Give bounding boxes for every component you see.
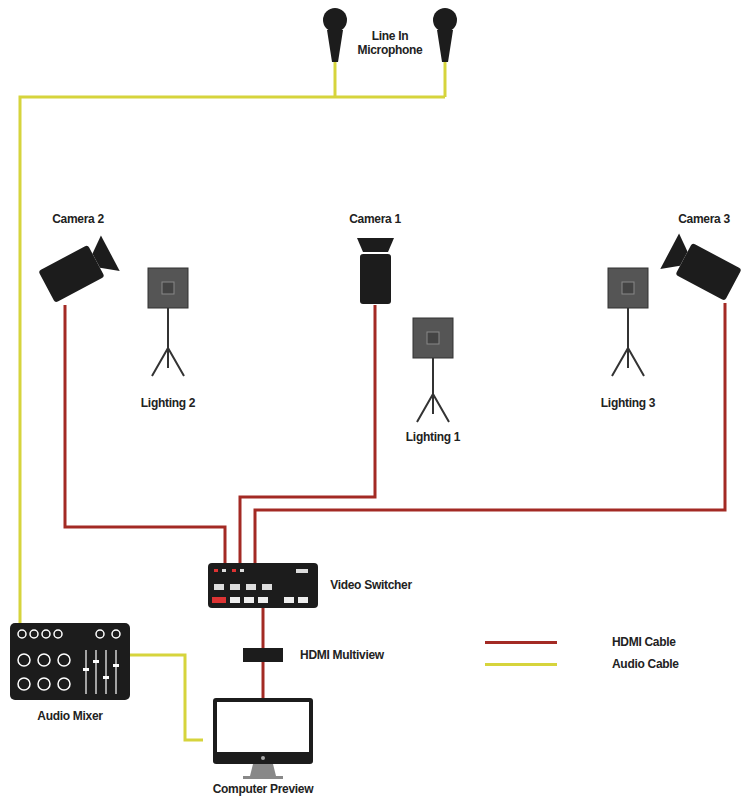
legend-text: Audio Cable — [612, 657, 679, 671]
microphone-group: Line In Microphone — [320, 5, 460, 97]
light-stand: Lighting 3 — [588, 268, 668, 414]
equipment-label: Lighting 2 — [128, 396, 208, 410]
equipment-label: Audio Mixer — [10, 709, 130, 723]
microphone-icon — [323, 8, 457, 97]
light-stand-icon — [148, 268, 648, 422]
legend-swatch — [485, 641, 557, 644]
light-stand: Lighting 2 — [128, 268, 208, 414]
hdmi-cable — [65, 305, 225, 563]
equipment-label: Lighting 1 — [393, 430, 473, 444]
equipment-label: HDMI Multiview — [289, 648, 395, 662]
camera-unit: Camera 1 — [345, 210, 405, 305]
mixer-icon — [10, 623, 130, 700]
hdmi-cable — [255, 303, 725, 563]
equipment-label: Video Switcher — [324, 578, 418, 592]
computer-preview: Computer Preview — [203, 698, 323, 798]
hdmi-cable — [240, 305, 375, 563]
hdmi-cable — [262, 608, 265, 648]
audio-mixer: Audio Mixer — [10, 623, 130, 725]
video-switcher: Video Switcher — [208, 563, 418, 608]
camera-unit: Camera 3 — [670, 210, 738, 303]
legend-swatch — [485, 663, 557, 666]
light-stand: Lighting 1 — [393, 318, 473, 448]
legend-text: HDMI Cable — [612, 635, 676, 649]
equipment-label: Camera 2 — [38, 212, 118, 226]
hdmi-cable — [262, 662, 265, 698]
computer-icon — [213, 698, 313, 779]
equipment-label: Lighting 3 — [588, 396, 668, 410]
camera-unit: Camera 2 — [38, 210, 118, 305]
multiview-icon — [243, 648, 283, 662]
equipment-label: Camera 1 — [345, 212, 405, 226]
switcher-icon — [208, 563, 318, 608]
audio-cable — [130, 655, 203, 740]
equipment-label: Line In Microphone — [352, 29, 428, 57]
hdmi-multiview: HDMI Multiview — [243, 648, 395, 662]
equipment-label: Camera 3 — [670, 212, 738, 226]
equipment-label: Computer Preview — [203, 782, 323, 796]
audio-cable — [20, 97, 335, 623]
